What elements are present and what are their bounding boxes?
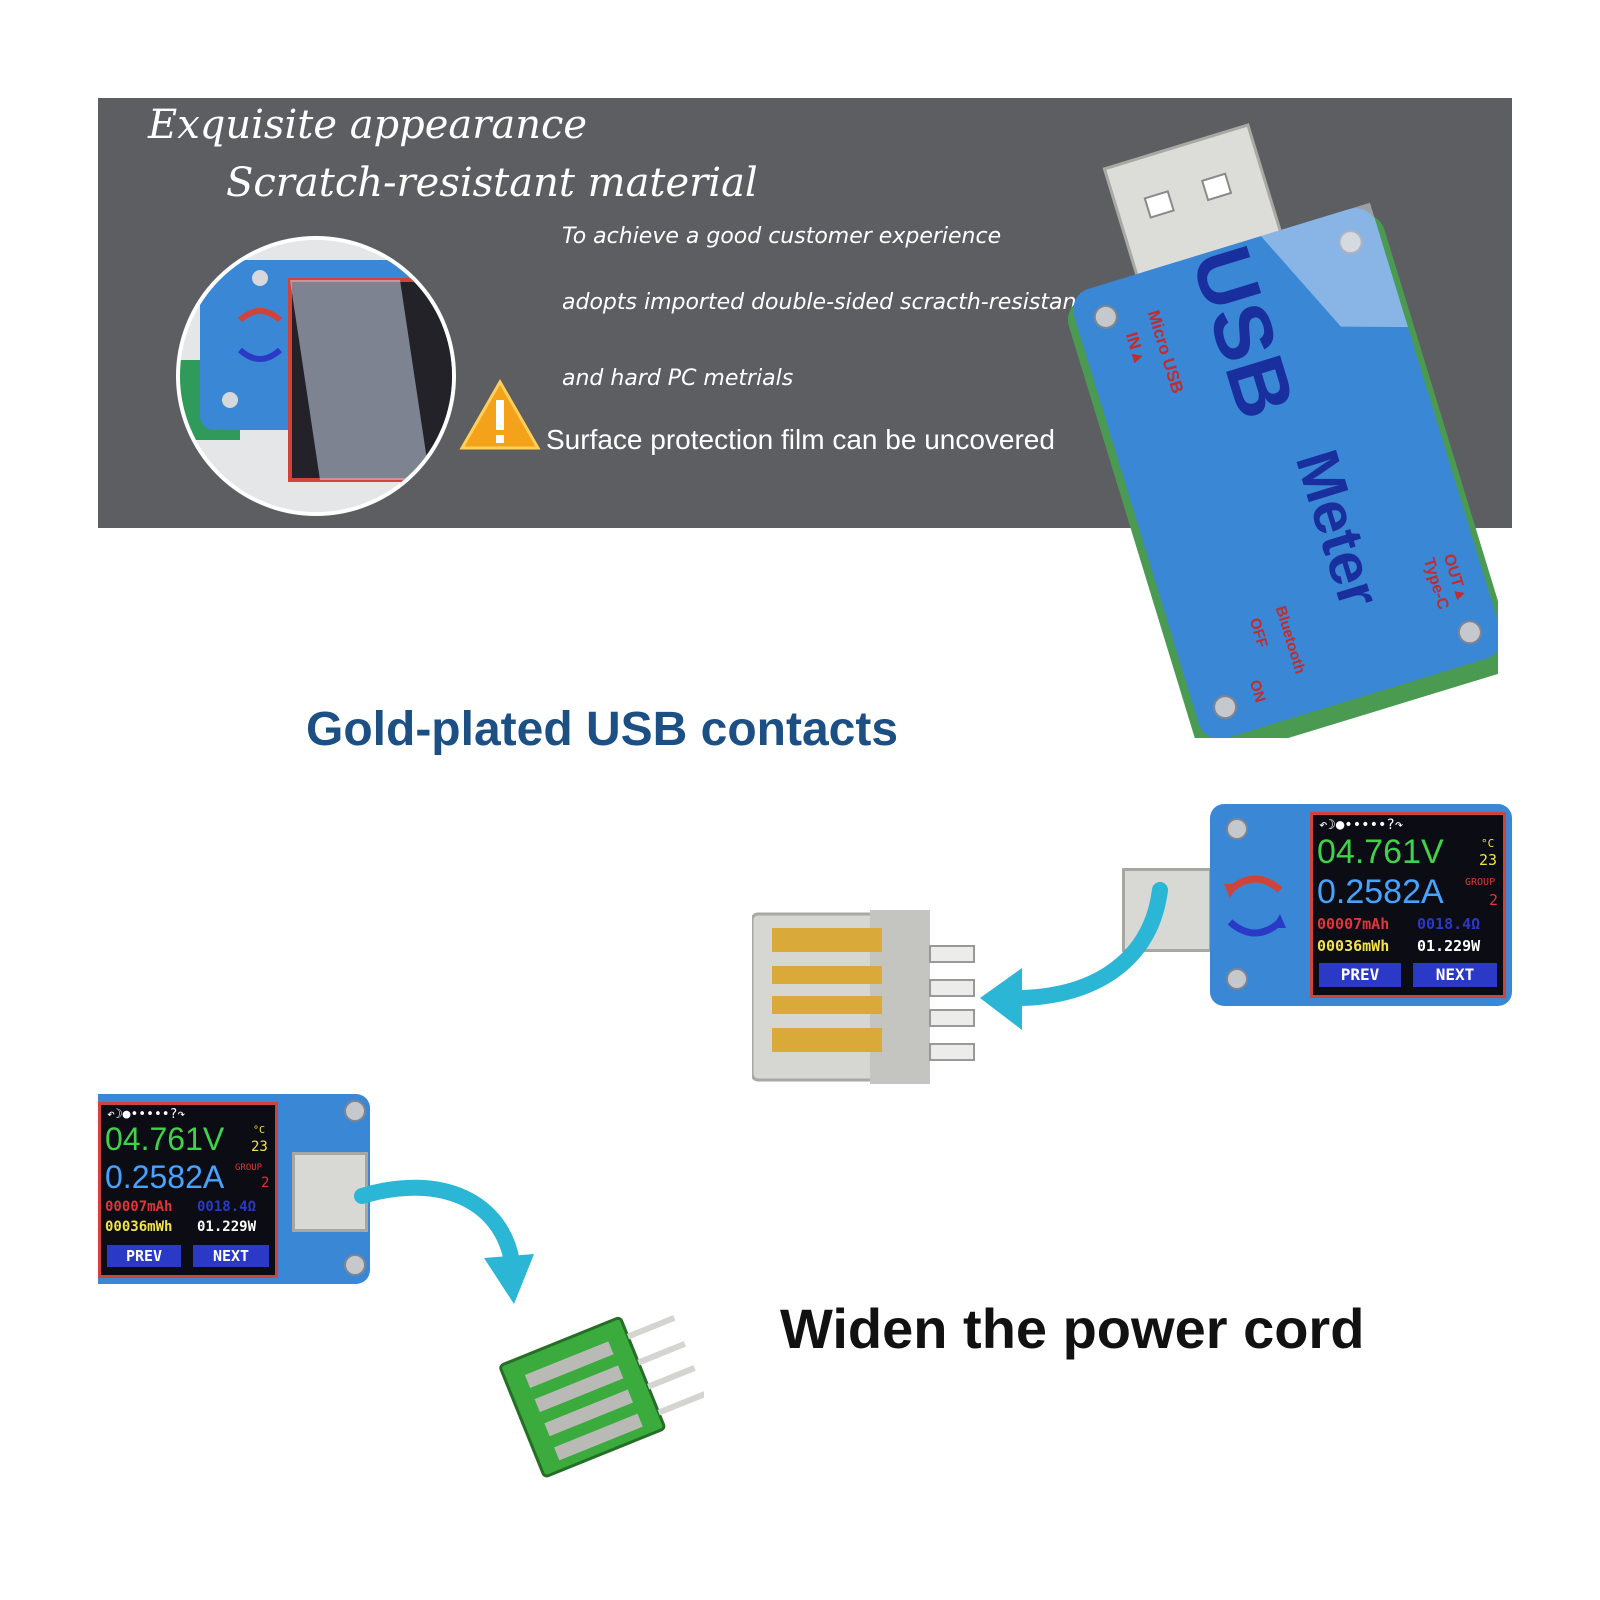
temp-readout: 23 (1479, 851, 1498, 869)
group-readout: 2 (261, 1175, 270, 1191)
usb-arrows-logo-icon (1224, 875, 1286, 937)
mah-readout: 00007mAh (1317, 915, 1390, 933)
gold-contacts-heading: Gold-plated USB contacts (306, 703, 899, 756)
group-label: GROUP (235, 1163, 263, 1173)
ohm-readout: 0018.4Ω (1417, 915, 1481, 933)
group-label: GROUP (1465, 877, 1496, 888)
pointer-arrow-icon (354, 1179, 534, 1304)
mwh-readout: 00036mWh (105, 1219, 173, 1235)
banner-title-line1: Exquisite appearance (148, 102, 588, 148)
screw-icon (1226, 968, 1248, 990)
next-button[interactable]: NEXT (1413, 963, 1497, 987)
group-readout: 2 (1489, 891, 1499, 909)
screw-icon (344, 1254, 366, 1276)
zoom-detail-circle (176, 236, 456, 516)
screen-status-icons: ↶☽●•••••?↷ (1319, 817, 1404, 833)
next-button[interactable]: NEXT (193, 1245, 269, 1267)
temp-unit: °C (1481, 837, 1495, 850)
screen-status-icons: ↶☽●•••••?↷ (107, 1107, 186, 1122)
meter-screen-left: ↶☽●•••••?↷ 04.761V °C 23 0.2582A GROUP 2… (98, 1102, 278, 1278)
usb-meter-product-photo (1068, 123, 1498, 738)
banner-desc-line3: and hard PC metrials (562, 366, 794, 391)
temp-readout: 23 (251, 1139, 268, 1155)
widen-cord-heading: Widen the power cord (780, 1297, 1365, 1360)
prev-button[interactable]: PREV (1319, 963, 1401, 987)
watt-readout: 01.229W (197, 1219, 257, 1235)
mah-readout: 00007mAh (105, 1199, 173, 1215)
meter-screen-right: ↶☽●•••••?↷ 04.761V °C 23 0.2582A GROUP 2… (1310, 812, 1506, 998)
prev-button[interactable]: PREV (107, 1245, 181, 1267)
green-connector-closeup (499, 1315, 704, 1478)
banner-desc-line1: To achieve a good customer experience (562, 224, 1002, 249)
screw-icon (1226, 818, 1248, 840)
watt-readout: 01.229W (1417, 937, 1481, 955)
mwh-readout: 00036mWh (1317, 937, 1390, 955)
gold-usb-contact-closeup (752, 910, 975, 1084)
pointer-arrow-icon (980, 882, 1168, 1030)
film-peel-illustration (180, 240, 452, 512)
banner-desc-line2: adopts imported double-sided scracth-res… (562, 290, 1086, 315)
current-readout: 0.2582A (1317, 873, 1444, 911)
temp-unit: °C (253, 1125, 266, 1136)
banner-title-line2: Scratch-resistant material (226, 160, 758, 206)
voltage-readout: 04.761V (1317, 833, 1444, 871)
film-note: Surface protection film can be uncovered (546, 424, 1055, 455)
warning-triangle-icon (459, 378, 541, 450)
ohm-readout: 0018.4Ω (197, 1199, 257, 1215)
current-readout: 0.2582A (105, 1159, 225, 1195)
screw-icon (344, 1100, 366, 1122)
voltage-readout: 04.761V (105, 1121, 225, 1157)
